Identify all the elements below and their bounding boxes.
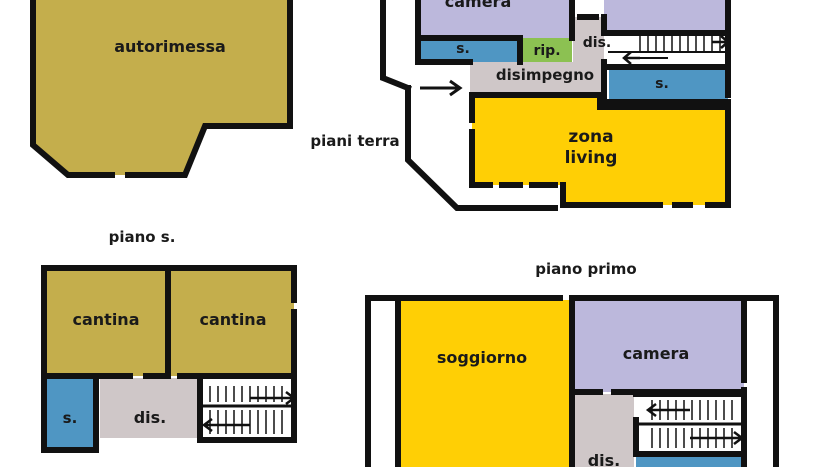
basement-walls xyxy=(41,265,297,453)
basement-bath-label: s. xyxy=(63,409,78,427)
first-bedroom-label: camera xyxy=(623,344,690,363)
basement-bath-room xyxy=(44,378,96,450)
cellar-left-room xyxy=(44,268,168,376)
cellar-right-room xyxy=(170,268,294,376)
ground-bedroom-room xyxy=(418,0,572,38)
first-dis-room xyxy=(574,394,634,467)
cellar-left-label: cantina xyxy=(73,310,140,329)
cellar-right-label: cantina xyxy=(200,310,267,329)
first-bedroom-room xyxy=(574,300,744,392)
ground-bath-right-room xyxy=(609,67,728,102)
garage-label: autorimessa xyxy=(114,37,226,56)
first-living-label: soggiorno xyxy=(437,348,527,367)
first-bath-room xyxy=(636,454,744,467)
first-dis-label: dis. xyxy=(588,451,621,467)
ground-bath-left-room xyxy=(418,38,518,62)
garage-walls xyxy=(30,0,293,178)
ground-floor: camera s. rip. dis. disimpegno s. zona l… xyxy=(310,0,731,211)
ground-bath-left-label: s. xyxy=(456,41,470,57)
ground-dis-label: dis. xyxy=(583,35,611,51)
ground-storage-label: rip. xyxy=(533,43,560,59)
living-label-line1: zona xyxy=(568,127,613,147)
basement-dis-label: dis. xyxy=(134,408,167,427)
garage-room xyxy=(33,0,290,175)
ground-floor-title: piani terra xyxy=(310,132,399,150)
ground-bedroom-label: camera xyxy=(445,0,512,11)
ground-living-room xyxy=(472,95,728,205)
first-walls xyxy=(365,295,779,467)
ground-stairs xyxy=(606,33,730,65)
basement-floor: piano s. xyxy=(41,228,297,453)
basement-dis-room xyxy=(100,378,200,438)
basement-floor-title: piano s. xyxy=(109,228,176,246)
first-stairs xyxy=(636,400,745,448)
first-floor: piano primo xyxy=(365,260,779,467)
ground-hall-room xyxy=(470,62,604,92)
ground-storage-room xyxy=(520,38,572,62)
entrance-arrow-icon xyxy=(420,79,463,97)
basement-stairs xyxy=(201,386,297,434)
first-living-room xyxy=(398,300,570,467)
ground-hall-label: disimpegno xyxy=(496,66,594,84)
first-floor-title: piano primo xyxy=(535,260,636,278)
ground-walls xyxy=(380,0,731,211)
living-label-line2: living xyxy=(565,148,618,168)
ground-bath-right-label: s. xyxy=(655,76,669,92)
ground-bedroom-right-room xyxy=(604,0,728,33)
garage-block: autorimessa xyxy=(30,0,293,178)
